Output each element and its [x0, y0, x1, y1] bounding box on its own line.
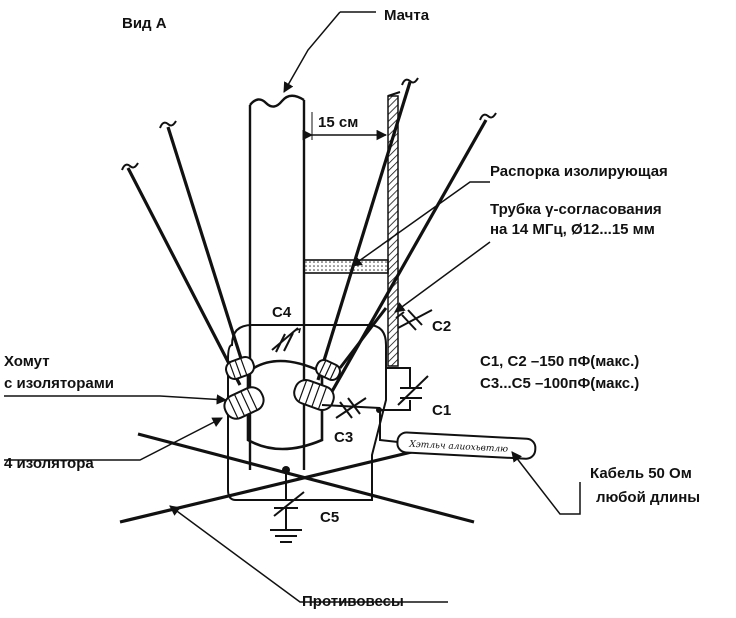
wire-hook	[121, 162, 139, 171]
insulating-spacer	[303, 259, 389, 274]
leader-lines	[4, 11, 581, 603]
gamma-tube-size-label: на 14 МГц, Ø12...15 мм	[490, 221, 655, 238]
cap-c3-label: C3	[334, 429, 353, 446]
capacitor-c4	[271, 327, 302, 353]
wire-hook	[159, 120, 177, 129]
gap-label: 15 см	[318, 114, 358, 131]
insulator	[223, 386, 265, 420]
coax-cable: Хэтльч алиохьвтлю	[379, 410, 537, 460]
cap-c2-label: C2	[432, 318, 451, 335]
ground-icon	[270, 529, 302, 543]
counterpoise-wire	[137, 432, 475, 524]
cap-c5-label: C5	[320, 509, 339, 526]
clamp-label: Хомут	[4, 353, 50, 370]
clamp-box	[227, 324, 387, 501]
wire-hook	[479, 112, 497, 121]
cap-spec-line-2: C3...C5 –100пФ(макс.)	[480, 375, 639, 392]
gamma-feed-wire	[338, 307, 388, 369]
radiator-wire	[166, 126, 246, 369]
insulator	[293, 378, 335, 412]
radiator-wires	[126, 81, 488, 396]
counterpoises-label: Противовесы	[302, 593, 404, 610]
gamma-tube-label: Трубка γ-согласования	[490, 201, 662, 218]
cap-c1-label: C1	[432, 402, 451, 419]
cable-label: Кабель 50 Ом	[590, 465, 692, 482]
cable-length-label: любой длины	[596, 489, 700, 506]
capacitor-c5	[273, 470, 305, 530]
mast	[248, 94, 306, 470]
wire-hook	[401, 77, 419, 86]
radiator-wire	[328, 119, 488, 396]
capacitor-c2	[395, 309, 433, 331]
clamp-insulators-label: с изоляторами	[4, 375, 114, 392]
capacitor-c1	[380, 367, 429, 411]
radiator-wire	[126, 167, 242, 386]
insulators-label: 4 изолятора	[4, 455, 94, 472]
mast-label: Мачта	[384, 7, 430, 24]
gap-dimension	[302, 112, 388, 141]
cap-spec-line-1: C1, C2 –150 пФ(макс.)	[480, 353, 639, 370]
insulator	[315, 358, 341, 382]
spacer-label: Распорка изолирующая	[490, 163, 668, 180]
insulators	[223, 356, 341, 420]
cap-c4-label: C4	[272, 304, 292, 321]
wire-end-hooks	[121, 77, 497, 171]
capacitor-c3	[321, 397, 381, 419]
view-label: Вид А	[122, 15, 167, 32]
insulator	[225, 356, 255, 380]
gamma-tube	[387, 91, 401, 367]
